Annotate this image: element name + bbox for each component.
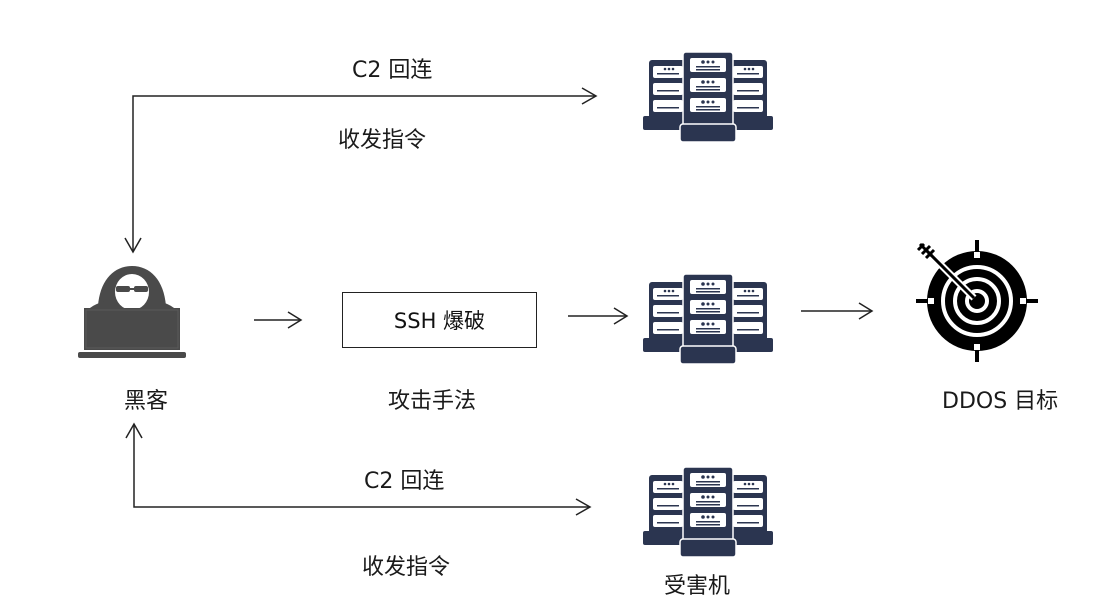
- bottom-c2-connector: [133, 424, 590, 508]
- ssh-bruteforce-label: SSH 爆破: [393, 309, 486, 333]
- attack-method-caption: 攻击手法: [388, 389, 477, 414]
- top-c2-connector: [132, 95, 596, 252]
- bottom-edge-label-commands: 收发指令: [362, 555, 451, 580]
- top-arrowhead-down: [124, 237, 142, 254]
- top-edge-label-commands: 收发指令: [338, 128, 427, 153]
- bottom-edge-label-c2: C2 回连: [364, 469, 445, 494]
- bottom-arrowhead-right: [575, 498, 592, 516]
- target-arrow-icon: [916, 240, 1038, 362]
- hacker-label: 黑客: [124, 389, 169, 414]
- ssh-bruteforce-box: SSH 爆破: [342, 292, 537, 348]
- ddos-target-label: DDOS 目标: [942, 389, 1059, 414]
- server-rack-icon: [643, 467, 773, 557]
- victim-label: 受害机: [664, 574, 731, 599]
- top-edge-label-c2: C2 回连: [352, 58, 433, 83]
- server-rack-icon: [643, 274, 773, 364]
- bottom-arrowhead-up: [125, 422, 143, 439]
- server-rack-icon: [643, 52, 773, 142]
- top-arrowhead-right: [581, 87, 598, 105]
- hacker-laptop-icon: [78, 266, 186, 358]
